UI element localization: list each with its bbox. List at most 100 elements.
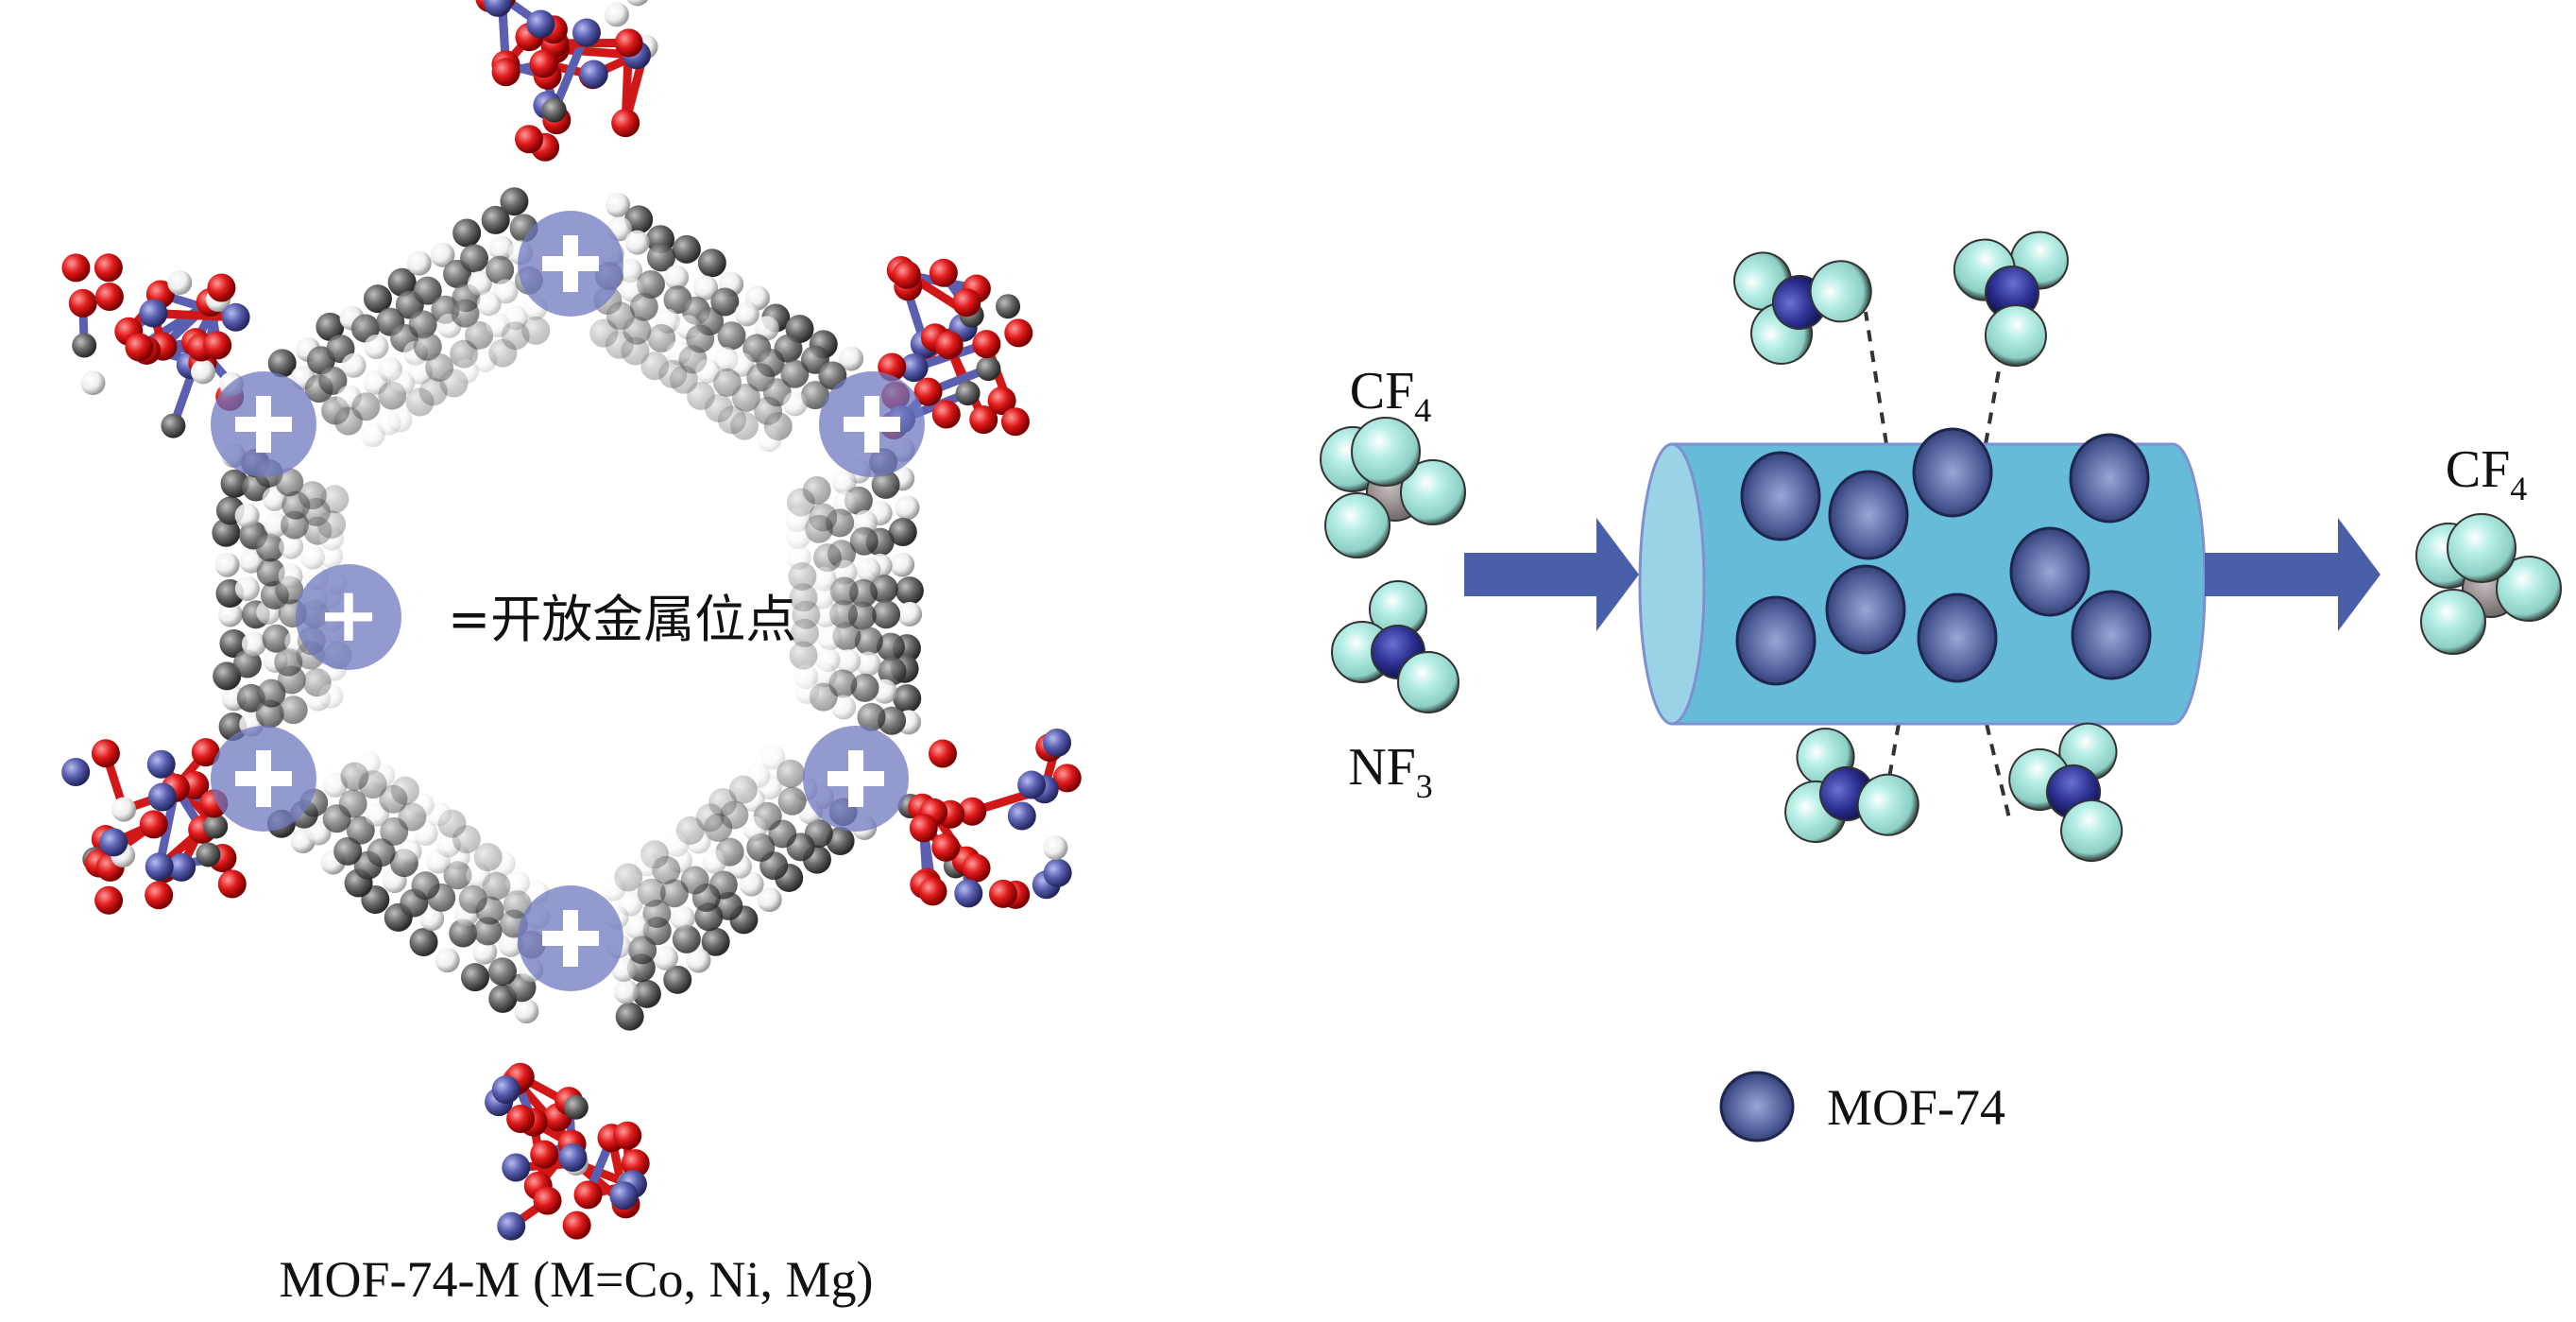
nf3-molecule-input [1331,580,1459,713]
hydrogen-atom [514,999,539,1024]
hydrogen-atom [729,352,755,377]
hydrogen-atom [693,275,719,300]
oxygen-atom [217,869,247,899]
hydrogen-atom [811,662,837,688]
carbon-atom [367,838,396,867]
nf3-molecule [2008,722,2124,863]
metal-atom [221,302,250,332]
carbon-atom [955,381,981,406]
oxygen-atom [987,386,1016,416]
carbon-atom [473,842,503,871]
hydrogen-atom [664,265,690,290]
oxygen-atom [61,253,91,283]
mof-74-legend-sphere [1719,1071,1795,1142]
hydrogen-atom [890,552,915,577]
hydrogen-atom [355,750,381,776]
carbon-atom [387,267,417,297]
hydrogen-atom [300,544,326,570]
hydrogen-atom [817,626,843,651]
mof-74-sphere [1912,427,1993,518]
oxygen-atom [94,253,123,283]
carbon-atom [203,814,229,839]
carbon-atom [391,776,420,805]
metal-atom [139,299,168,328]
carbon-atom [72,333,97,358]
oxygen-atom [928,739,957,768]
carbon-atom [857,702,886,731]
adsorbed-nf3-molecules [1733,231,2124,863]
carbon-atom [888,518,917,547]
metal-atom [571,18,601,47]
hydrogen-atom [167,270,193,296]
oxygen-atom [988,879,1017,908]
carbon-atom [976,356,1001,382]
carbon-atom [316,312,345,341]
carbon-atom [663,965,692,994]
carbon-atom [449,919,478,948]
carbon-atom [850,673,879,702]
carbon-atom [452,218,482,248]
carbon-atom [481,205,510,234]
carbon-atom [637,878,666,907]
carbon-atom [262,624,291,653]
hydrogen-atom [191,359,216,385]
hydrogen-atom [430,242,455,267]
hydrogen-atom [653,945,678,970]
hydrogen-atom [1043,835,1068,861]
metal-atom [146,749,176,779]
oxygen-atom [1000,407,1030,437]
carbon-atom [458,884,487,914]
oxygen-atom [515,125,544,154]
carbon-atom [279,695,308,725]
carbon-atom [298,481,327,510]
mof-74-sphere [2071,590,2152,680]
open-metal-site-legend-text: =开放金属位点 [448,590,796,649]
carbon-atom [878,657,907,686]
nf3-molecule [1331,580,1459,713]
oxygen-atom [934,331,964,360]
fluorine-atom [2496,556,2562,622]
hydrogen-atom [493,279,519,304]
carbon-atom [196,842,221,867]
hydrogen-atom [406,250,432,276]
hydrogen-atom [618,258,643,283]
carbon-atom [275,468,304,497]
carbon-atom [473,917,503,946]
metal-atom [61,757,91,786]
carbon-atom [318,366,348,395]
carbon-atom [413,276,442,305]
metal-atom [1043,858,1072,887]
hydrogen-atom [757,887,782,913]
hydrogen-atom [813,603,839,628]
plus-icon [848,750,863,807]
carbon-atom [789,641,818,670]
carbon-atom [503,890,532,919]
interaction-line [1984,306,2012,445]
carbon-atom [826,827,855,856]
hydrogen-atom [754,316,779,341]
carbon-atom [219,628,248,658]
oxygen-atom [562,1210,591,1240]
hydrogen-atom [671,905,696,931]
hydrogen-atom [760,745,786,770]
carbon-atom [413,332,442,361]
mof-74-legend: MOF-74 [1719,1071,2005,1142]
hydrogen-atom [241,631,266,657]
carbon-atom [409,928,438,957]
carbon-atom [672,234,701,264]
mof-74-sphere [1740,451,1821,541]
oxygen-atom [972,330,1001,359]
open-metal-site [518,885,623,991]
hydrogen-atom [217,602,243,627]
hydrogen-atom [664,832,690,857]
oxygen-atom [191,738,220,767]
carbon-atom [621,336,650,366]
hydrogen-atom [453,358,479,384]
hydrogen-atom [782,391,808,417]
carbon-atom [563,1094,589,1120]
open-metal-site-legend-icon [296,564,401,670]
carbon-atom [659,879,689,908]
carbon-atom [801,381,830,410]
carbon-atom [320,485,350,514]
